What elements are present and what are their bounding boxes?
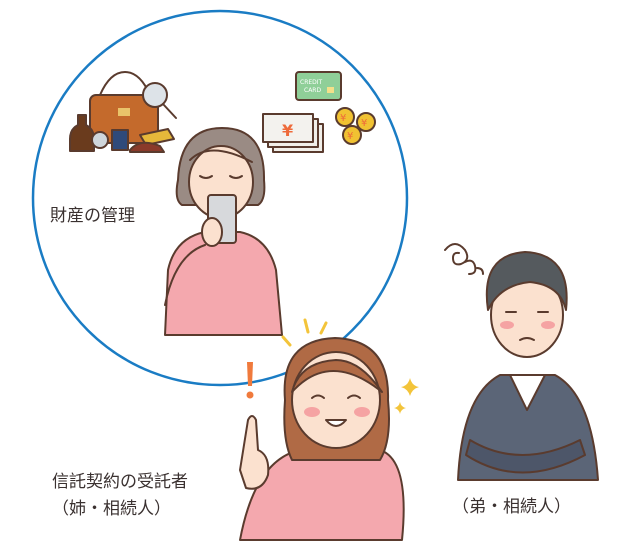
emphasis-lines-icon xyxy=(281,318,328,347)
credit-card-icon: CREDIT CARD xyxy=(295,71,342,101)
yen-symbol: ¥ xyxy=(282,121,293,140)
sister-figure xyxy=(239,337,405,541)
trustee-label: 信託契約の受託者 xyxy=(52,472,188,492)
exclamation-icon xyxy=(246,362,254,399)
coins-icon: ¥ ¥ ¥ xyxy=(335,107,376,145)
mother-figure xyxy=(164,127,283,336)
asset-management-label: 財産の管理 xyxy=(50,206,135,226)
banknotes-icon: ¥ xyxy=(262,113,324,153)
credit-card-text: CARD xyxy=(304,87,321,94)
brother-label: （弟・相続人） xyxy=(452,497,571,517)
sparkle-icon xyxy=(394,378,419,414)
credit-card-text: CREDIT xyxy=(300,79,323,86)
confusion-swirl-icon xyxy=(444,243,484,275)
trustee-role-label: （姉・相続人） xyxy=(52,499,171,519)
valuables-icon xyxy=(69,71,177,153)
yen-symbol: ¥ xyxy=(340,113,346,124)
yen-symbol: ¥ xyxy=(347,131,353,142)
brother-figure xyxy=(457,251,599,481)
yen-symbol: ¥ xyxy=(361,118,367,129)
asset-management-circle xyxy=(31,9,409,387)
